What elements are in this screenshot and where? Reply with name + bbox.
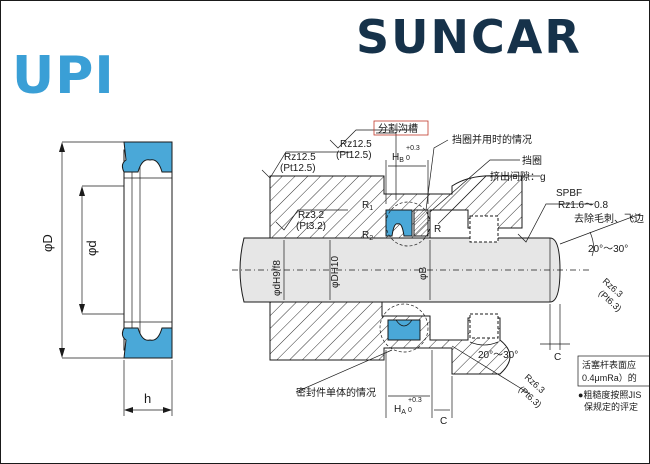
- finish-rz32: Rz3.2: [298, 210, 325, 221]
- detail-circle-bottom: [379, 303, 429, 353]
- angle-line: [559, 213, 641, 245]
- dim-ha-label: HA: [394, 404, 406, 416]
- installed-seal-bottom: [387, 319, 421, 341]
- phi-b-label: φB: [418, 267, 429, 280]
- spbf-finish: Rz1.6～0.8: [558, 200, 608, 211]
- backup-ring-label: 挡圈: [522, 154, 542, 167]
- wiper-groove-bottom: [469, 313, 499, 339]
- label-inner-diameter: φd: [84, 240, 99, 256]
- suncar-logo: SUNCAR: [356, 10, 582, 64]
- r2-label: R2: [362, 230, 373, 242]
- angle-bottom-label: 20°～30°: [478, 350, 518, 361]
- note-line-1: 活塞杆表面应: [582, 359, 636, 370]
- finish-symbol: [329, 129, 412, 149]
- leader-groove: [376, 132, 397, 200]
- finish-pt125: (Pt12.5): [280, 163, 316, 174]
- arrow-head: [59, 142, 65, 152]
- arrow-head: [163, 407, 172, 413]
- backup-ring: [413, 209, 429, 237]
- seal-lip: [395, 319, 413, 327]
- groove-label: 分割沟槽: [378, 122, 418, 135]
- arrow-head: [79, 304, 85, 314]
- dim-hb-tol-low: 0: [406, 155, 410, 162]
- seal-ring-outline: [123, 149, 173, 351]
- finish-rz125: Rz12.5: [284, 152, 316, 163]
- angle-line: [451, 345, 531, 395]
- finish-symbol: [517, 203, 592, 243]
- label-height: h: [144, 391, 151, 406]
- angle-arc: [589, 231, 594, 257]
- note-box: [577, 355, 650, 387]
- finish-pt32: (Pt3.2): [296, 221, 326, 232]
- dim-hb-label: HB: [392, 152, 404, 164]
- c-right-label: C: [554, 352, 561, 363]
- upi-logo: UPI: [12, 46, 115, 106]
- dim-hb-tol-up: +0.3: [406, 145, 420, 152]
- arrow-head: [124, 407, 133, 413]
- leader-seal-only: [295, 349, 393, 393]
- piston-rod: [239, 237, 561, 303]
- installation-section: [232, 129, 650, 418]
- finish-symbol: [261, 151, 352, 179]
- note-line-2: 0.4μmRa）的: [582, 372, 637, 383]
- note-line-3: ●粗糙度按照JIS: [578, 389, 641, 400]
- note-line-4: 保规定的评定: [584, 401, 638, 412]
- extrusion-gap-label: 挤出间隙：g: [490, 170, 546, 183]
- angle-arc: [469, 341, 499, 346]
- r-label: R: [434, 224, 441, 235]
- installed-seal-top: [385, 209, 413, 237]
- dim-ha-tol-low: 0: [408, 407, 412, 414]
- seal-profile-bottom: [121, 327, 173, 359]
- c-bottom-label: C: [440, 416, 447, 427]
- finish-pt125-b: (Pt12.5): [336, 150, 372, 161]
- spbf-label: SPBF: [556, 188, 582, 199]
- finish-rz125-b: Rz12.5: [340, 139, 372, 150]
- rod-fit-label: φdH9/f8: [272, 260, 283, 296]
- wiper-groove-top: [469, 215, 499, 243]
- finish-symbol: [275, 209, 348, 231]
- detail-circle-top: [385, 201, 431, 247]
- dim-ha-tol-up: +0.3: [408, 397, 422, 404]
- arrow-head: [79, 186, 85, 196]
- arrow-head: [59, 348, 65, 358]
- r1-label: R1: [362, 200, 373, 212]
- seal-front-view: φD φd h: [40, 141, 173, 416]
- seal-profile-top: [121, 141, 173, 173]
- labels: 分割沟槽 Rz12.5 (Pt12.5) Rz12.5 (Pt12.5) Rz3…: [272, 120, 644, 427]
- label-outer-diameter: φD: [40, 234, 55, 252]
- seal-only-label: 密封件单体的情况: [296, 386, 376, 399]
- leader-backup-case: [425, 139, 449, 211]
- leader-extrusion: [437, 175, 540, 225]
- leader-backup-ring: [429, 159, 520, 213]
- angle-top-label: 20°～30°: [588, 244, 628, 255]
- deburr-label: 去除毛刺、飞边: [574, 212, 644, 225]
- backup-case-label: 挡圈并用时的情况: [452, 133, 532, 146]
- bore-fit-label: φDH10: [330, 256, 341, 288]
- groove-label-box: [373, 120, 429, 136]
